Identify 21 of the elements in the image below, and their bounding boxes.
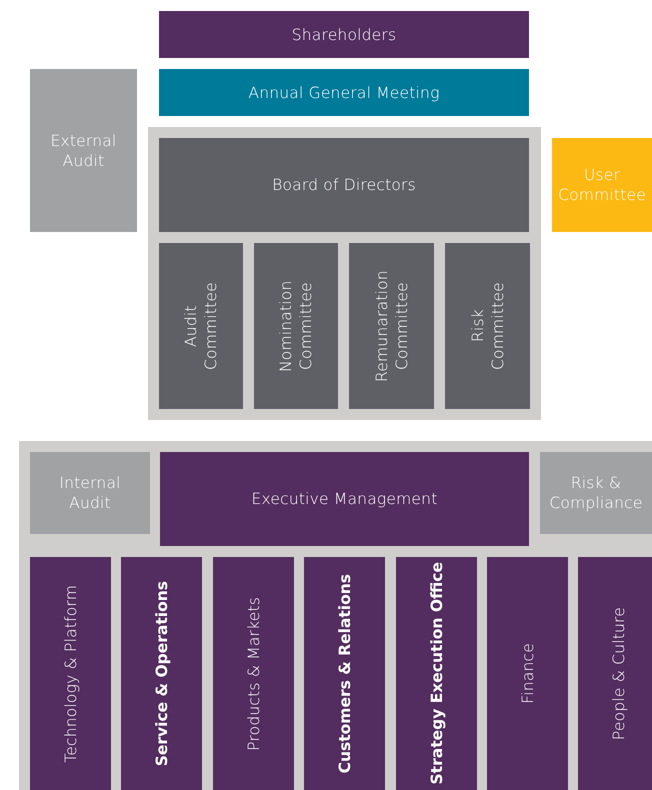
panel-background: [148, 127, 541, 420]
committee-box: Remunaration Committee: [349, 243, 434, 409]
department-box: Customers & Relations: [304, 557, 385, 790]
panel-background: [19, 441, 652, 790]
governance-box: Shareholders: [159, 11, 529, 58]
department-box: Technology & Platform: [30, 557, 111, 790]
committee-box: Audit Committee: [159, 243, 243, 409]
department-box: Service & Operations: [121, 557, 202, 790]
department-box: Products & Markets: [213, 557, 294, 790]
governance-box: Annual General Meeting: [159, 69, 529, 116]
committee-box: User Committee: [552, 138, 652, 232]
audit-box: External Audit: [30, 69, 137, 232]
department-box: Strategy Execution Office: [396, 557, 477, 790]
board-box: Board of Directors: [159, 138, 529, 232]
committee-box: Risk Committee: [445, 243, 530, 409]
department-box: Finance: [487, 557, 568, 790]
committee-box: Nomination Committee: [254, 243, 338, 409]
department-box: People & Culture: [578, 557, 652, 790]
management-box: Executive Management: [160, 452, 529, 546]
compliance-box: Risk & Compliance: [540, 452, 652, 534]
audit-box: Internal Audit: [30, 452, 150, 534]
